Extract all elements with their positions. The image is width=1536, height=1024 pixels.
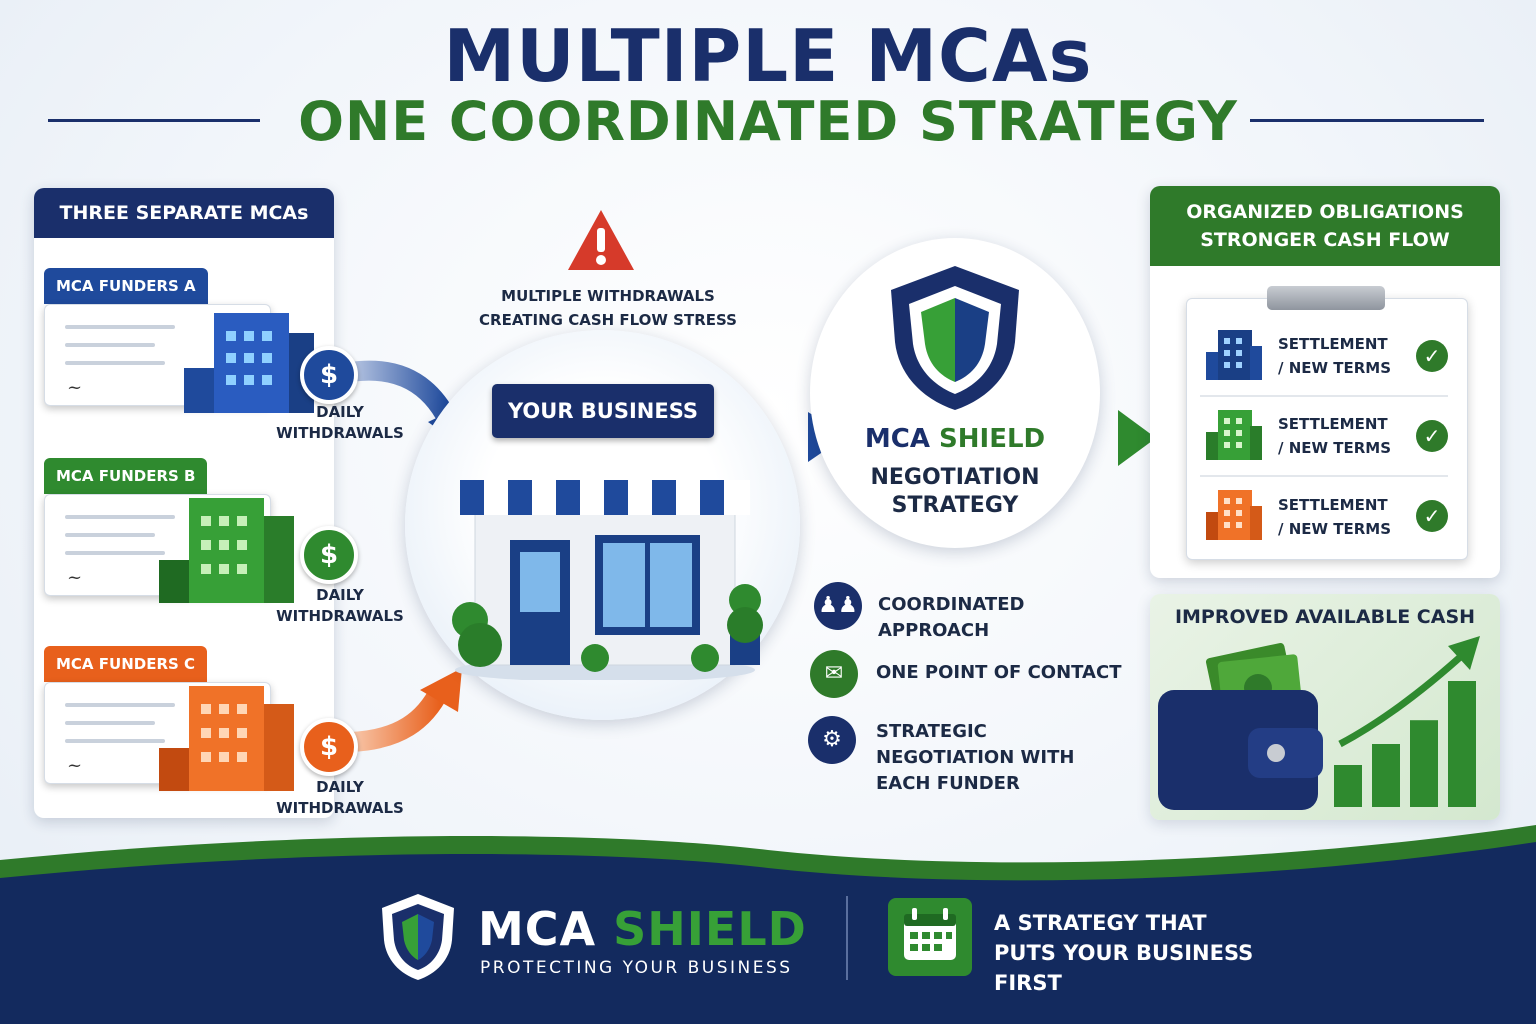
shield-subtitle: NEGOTIATION STRATEGY	[870, 465, 1040, 518]
dollar-coin-icon: $	[300, 526, 358, 584]
page-title: MULTIPLE MCAs	[443, 14, 1093, 98]
dollar-coin-icon: $	[300, 346, 358, 404]
growth-bar	[1410, 720, 1438, 807]
page-subtitle: ONE COORDINATED STRATEGY	[298, 90, 1238, 153]
shield-brand-mca: MCA	[864, 424, 930, 454]
wallet-icon	[1158, 643, 1323, 810]
gear-icon: ⚙	[808, 716, 856, 764]
funder-c-label: MCA FUNDERS C	[44, 646, 208, 682]
row-divider	[1200, 475, 1448, 477]
withdrawal-label-b: DAILY WITHDRAWALS	[276, 586, 404, 625]
signature-icon: ~	[67, 567, 83, 588]
shield-icon	[891, 266, 1019, 410]
footer-brand-mca: MCA	[478, 902, 597, 956]
check-icon: ✓	[1416, 340, 1448, 372]
warning-icon	[568, 210, 634, 270]
signature-icon: ~	[67, 377, 83, 398]
footer-shield-icon	[382, 894, 454, 980]
calendar-icon-bg	[888, 898, 972, 976]
cash-heading: IMPROVED AVAILABLE CASH	[1174, 606, 1476, 628]
footer-brand-shield: SHIELD	[613, 902, 807, 956]
title-rule-left	[48, 119, 260, 122]
footer-brand: MCA SHIELD	[478, 902, 807, 956]
footer-divider	[846, 896, 848, 980]
clipboard-clip-icon	[1267, 286, 1385, 310]
obligation-row-3-text: SETTLEMENT / NEW TERMS	[1278, 496, 1392, 538]
growth-bar	[1372, 744, 1400, 807]
calendar-icon	[904, 908, 956, 960]
feature-negotiation: STRATEGIC NEGOTIATION WITH EACH FUNDER	[876, 721, 1075, 794]
obligation-row-1-text: SETTLEMENT / NEW TERMS	[1278, 335, 1392, 377]
growth-bar-chart	[1334, 636, 1480, 807]
signature-icon: ~	[67, 755, 83, 776]
funder-card-a: MCA FUNDERS A ~	[44, 268, 314, 413]
feature-contact: ONE POINT OF CONTACT	[876, 662, 1122, 683]
warning-text: MULTIPLE WITHDRAWALS CREATING CASH FLOW …	[479, 287, 737, 329]
shield-brand-shield: SHIELD	[939, 424, 1046, 454]
withdrawal-label-a: DAILY WITHDRAWALS	[276, 403, 404, 442]
funder-card-c: MCA FUNDERS C ~	[44, 646, 294, 791]
funder-card-b: MCA FUNDERS B ~	[44, 458, 294, 603]
funder-a-label: MCA FUNDERS A	[44, 268, 208, 304]
growth-bar	[1334, 765, 1362, 807]
withdrawal-label-c: DAILY WITHDRAWALS	[276, 778, 404, 817]
check-icon: ✓	[1416, 420, 1448, 452]
your-business-sign: YOUR BUSINESS	[492, 384, 714, 438]
three-mcas-heading: THREE SEPARATE MCAs	[34, 188, 334, 238]
footer-tagline: PROTECTING YOUR BUSINESS	[480, 958, 793, 978]
growth-bar	[1448, 681, 1476, 807]
funder-a-building-icon	[184, 313, 314, 413]
check-icon: ✓	[1416, 500, 1448, 532]
arrow-a	[348, 360, 457, 425]
footer-message: A STRATEGY THAT PUTS YOUR BUSINESS FIRST	[994, 911, 1254, 995]
building-icon	[1206, 410, 1262, 460]
chat-icon: ✉	[810, 650, 858, 698]
storefront-icon	[452, 480, 763, 680]
building-icon	[1206, 490, 1262, 540]
people-icon: ♟♟	[814, 582, 862, 630]
obligations-heading: ORGANIZED OBLIGATIONS STRONGER CASH FLOW	[1150, 186, 1500, 266]
funder-b-building-icon	[159, 498, 294, 603]
feature-coordinated: COORDINATED APPROACH	[878, 594, 1025, 641]
obligation-row-2-text: SETTLEMENT / NEW TERMS	[1278, 415, 1392, 457]
arrow-c-head	[420, 668, 462, 712]
arrow-c	[349, 685, 449, 752]
funder-c-building-icon	[159, 686, 294, 791]
shield-brand: MCA SHIELD	[815, 424, 1095, 454]
row-divider	[1200, 395, 1448, 397]
funder-b-label: MCA FUNDERS B	[44, 458, 208, 494]
footer-wave	[0, 825, 1536, 1024]
title-rule-right	[1250, 119, 1484, 122]
arrow-to-results-head	[1118, 410, 1156, 466]
dollar-coin-icon: $	[300, 718, 358, 776]
building-icon	[1206, 330, 1262, 380]
